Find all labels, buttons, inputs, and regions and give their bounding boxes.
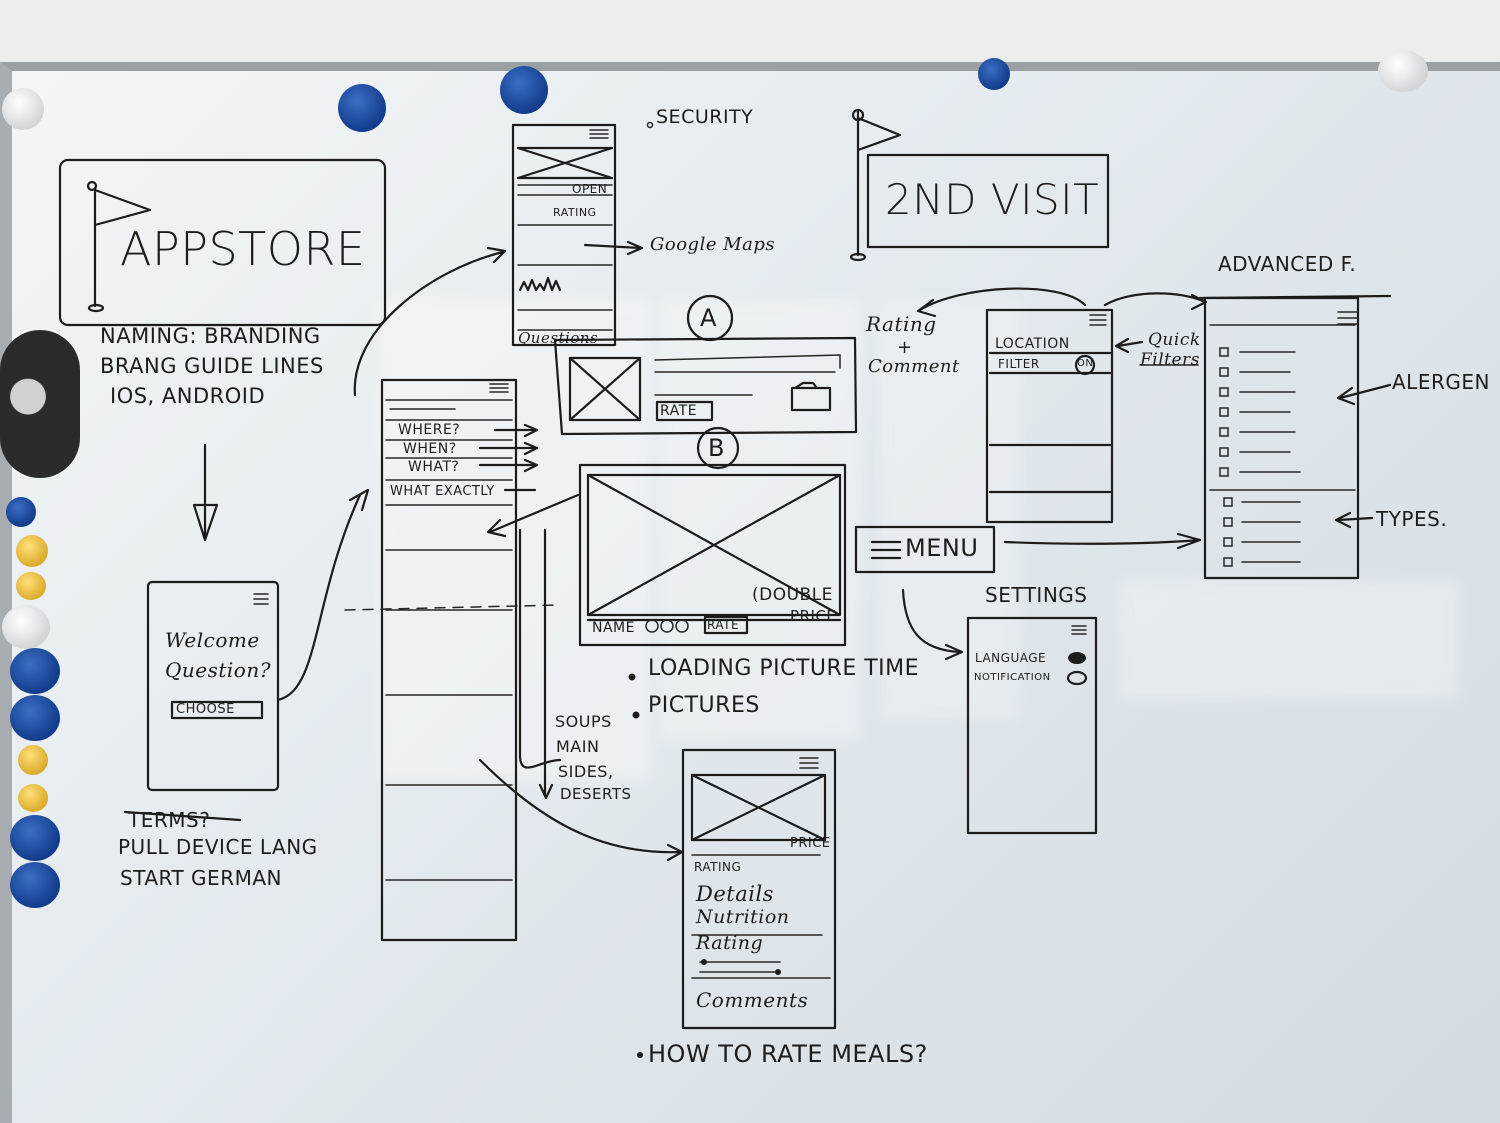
naming-note: NAMiNG: BRANDiNG [100, 324, 321, 348]
naming-note: iOS, ANDROiD [110, 384, 266, 408]
magnet[interactable] [978, 58, 1010, 90]
magnet[interactable] [2, 605, 50, 649]
security-note: SECURiTY [656, 106, 754, 128]
name-label: NAME [592, 620, 635, 636]
double-price-note: (DOUBLE [752, 585, 833, 605]
restaurant-phone-wireframe [511, 123, 617, 347]
detail-rating: RATiNG [694, 860, 742, 874]
location-dropdown[interactable]: LOCATiON [995, 336, 1070, 352]
filter-where: WHERE? [398, 422, 461, 438]
magnet[interactable] [10, 648, 60, 694]
magnet[interactable] [16, 535, 48, 567]
magnet[interactable] [10, 862, 60, 908]
on-label: ON [1077, 358, 1094, 369]
filter-what-exactly: WHAT EXACTLY [390, 484, 495, 499]
settings-label: SETTiNGS [985, 583, 1088, 607]
rating-comment-note: + [897, 337, 913, 358]
magnet[interactable] [2, 88, 44, 130]
google-maps-note: Google Maps [650, 234, 776, 255]
course-deserts: DESERTS [560, 785, 632, 803]
down-arrow-icon [192, 443, 219, 542]
pictures-note: PiCTURES [648, 693, 760, 718]
alergen-label: ALERGEN [1392, 370, 1490, 394]
second-visit-box [866, 153, 1110, 249]
circle-b-label: B [708, 434, 725, 462]
window-reflection [1120, 580, 1460, 700]
start-german-note: START GERMAN [120, 866, 282, 890]
language-setting: LANGUAGE [975, 651, 1047, 665]
how-to-rate-note: HOW TO RATE MEALS? [648, 1040, 928, 1068]
course-sides: SiDES, [558, 762, 614, 781]
magnet[interactable] [18, 784, 48, 812]
rating-label: RATiNG [553, 206, 597, 219]
settings-phone-wireframe [966, 616, 1098, 835]
magnet[interactable] [6, 497, 36, 527]
magnet[interactable] [500, 66, 548, 114]
menu-box [854, 525, 996, 574]
double-price-note: PRiCE [790, 607, 837, 625]
question-text: Question? [165, 658, 271, 682]
terms-note: TERMS? [128, 808, 211, 832]
questions-label: Questions [518, 329, 599, 347]
magnet[interactable] [10, 815, 60, 861]
rating-comment-note: Comment [868, 356, 960, 377]
naming-note: BRANG GUiDE LiNES [100, 354, 324, 378]
magnet[interactable] [16, 572, 46, 600]
appstore-box [58, 158, 387, 327]
open-label: OPEN [572, 182, 608, 196]
course-soups: SOUPS [555, 712, 612, 731]
location-phone-wireframe [985, 308, 1114, 524]
menu-label[interactable]: MENU [905, 534, 979, 562]
detail-phone-wireframe [681, 748, 837, 1030]
notification-setting: NOTiFiCATiON [974, 672, 1051, 683]
list-phone-wireframe [380, 378, 518, 942]
pull-lang-note: PULL DEViCE LANG [118, 835, 318, 859]
detail-price: PRiCE [790, 836, 831, 851]
quick-filters-note: Quick [1148, 330, 1201, 350]
comments-label: Comments [696, 988, 809, 1012]
details-label: Details [696, 882, 774, 906]
filter-when: WHEN? [403, 441, 457, 457]
arrow [1103, 292, 1208, 311]
arrow [353, 246, 507, 397]
filter-toggle[interactable]: FiLTER [998, 357, 1040, 371]
magnet[interactable] [18, 745, 48, 775]
rate-button-b[interactable]: RATE [707, 618, 740, 632]
advanced-filter-label: ADVANCED F. [1218, 252, 1357, 276]
magnet[interactable] [1378, 50, 1428, 92]
flag-icon [93, 186, 152, 308]
arrow [276, 488, 370, 702]
magnet[interactable] [338, 84, 386, 132]
circle-b [696, 426, 740, 470]
magnet[interactable] [10, 695, 60, 741]
course-main: MAiN [556, 737, 600, 756]
arrow [901, 588, 964, 661]
filter-what: WHAT? [408, 459, 460, 475]
whiteboard-eraser[interactable] [0, 330, 80, 478]
second-visit-label: 2ND ViSiT [885, 175, 1100, 224]
card-a-wireframe [553, 336, 858, 436]
arrow [916, 287, 1087, 318]
arrow [583, 240, 644, 256]
welcome-phone-wireframe [146, 580, 280, 792]
loading-note: LOADiNG PiCTURE TiME [648, 656, 920, 681]
rating-comment-note: Rating [866, 312, 937, 336]
types-label: TYPES. [1376, 507, 1448, 531]
appstore-label: APPSTORE [120, 222, 366, 276]
whiteboard [0, 62, 1500, 1123]
circle-a-label: A [700, 304, 717, 332]
choose-dropdown[interactable]: CHOOSE [176, 702, 235, 717]
arrow [486, 493, 580, 538]
nutrition-label: Nutrition [696, 906, 790, 928]
rate-button-a[interactable]: RATE [660, 403, 698, 419]
rating-section-label: Rating [696, 932, 764, 954]
card-b-wireframe [578, 463, 847, 647]
quick-filters-note: Filters [1140, 350, 1200, 370]
arrow [1003, 532, 1202, 550]
welcome-text: Welcome [165, 628, 260, 652]
advanced-filter-phone-wireframe [1203, 296, 1360, 580]
